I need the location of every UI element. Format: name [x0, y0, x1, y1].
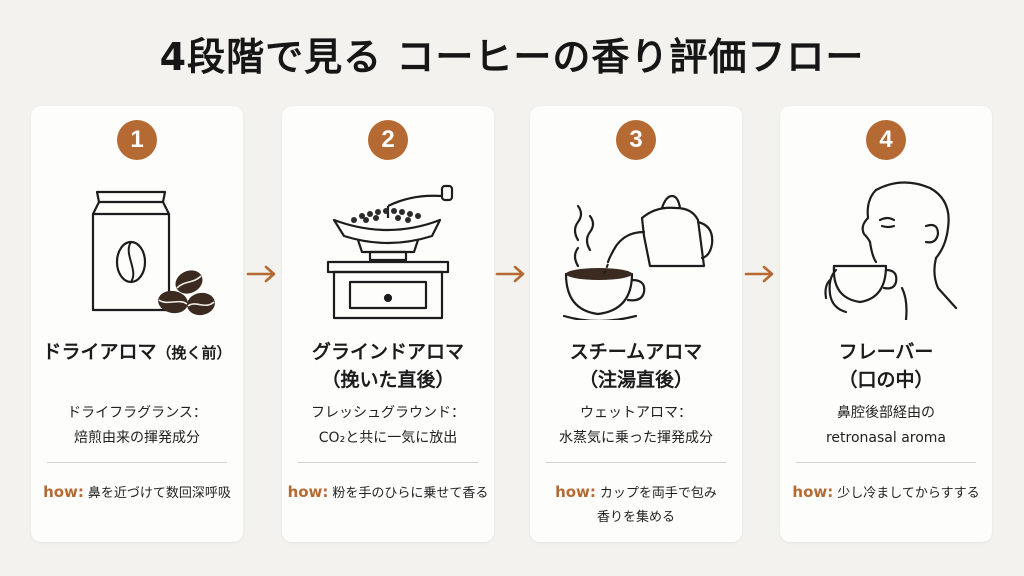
arrow-right-icon: [246, 265, 276, 283]
page-title: 4段階で見る コーヒーの香り評価フロー: [159, 35, 865, 79]
arrow-right-icon: [495, 265, 525, 283]
step-description: フレッシュグラウンド： CO₂と共に一気に放出: [311, 405, 465, 446]
step-number-badge: 2: [368, 120, 408, 160]
step-card-flavor: 4 フレーバー （口の中） 鼻腔後部経由の retronasal aroma h…: [780, 106, 992, 542]
step-card-grind-aroma: 2 グラインドアロマ （挽いた直後） フレッシュグラウンド： CO₂と共に一気に…: [282, 106, 494, 542]
kettle-pouring-icon: [562, 194, 714, 320]
divider: [796, 462, 976, 463]
divider: [298, 462, 478, 463]
step-how: how:粉を手のひらに乗せて香る: [287, 483, 489, 501]
step-heading: スチームアロマ （注湯直後）: [569, 341, 703, 391]
step-card-steam-aroma: 3 スチームアロマ （注湯直後） ウェットアロマ： 水蒸気に乗った揮発成分 ho…: [530, 106, 742, 542]
step-how: how:カップを両手で包み 香りを集める: [555, 483, 717, 525]
coffee-beans-icon: [158, 270, 215, 316]
divider: [546, 462, 726, 463]
arrow-right-icon: [744, 265, 774, 283]
step-number-badge: 1: [117, 120, 157, 160]
step-how: how:鼻を近づけて数回深呼吸: [43, 483, 231, 501]
step-heading: フレーバー （口の中）: [838, 341, 934, 391]
person-sipping-icon: [824, 181, 958, 320]
step-number-badge: 3: [616, 120, 656, 160]
step-description: ウェットアロマ： 水蒸気に乗った揮発成分: [559, 405, 713, 446]
step-number-badge: 4: [866, 120, 906, 160]
step-description: 鼻腔後部経由の retronasal aroma: [825, 405, 947, 446]
coffee-bag-icon: [91, 190, 215, 316]
step-heading: グラインドアロマ （挽いた直後）: [311, 341, 464, 391]
step-card-dry-aroma: 1 ドライアロマ（挽く前） ドライフラグランス： 焙煎由来の揮発成分 how:鼻…: [31, 106, 243, 542]
step-how: how:少し冷ましてからすする: [792, 483, 980, 501]
step-description: ドライフラグランス： 焙煎由来の揮発成分: [67, 405, 207, 446]
step-heading: ドライアロマ（挽く前）: [42, 341, 232, 363]
coffee-grinder-icon: [326, 184, 454, 320]
divider: [47, 462, 227, 463]
